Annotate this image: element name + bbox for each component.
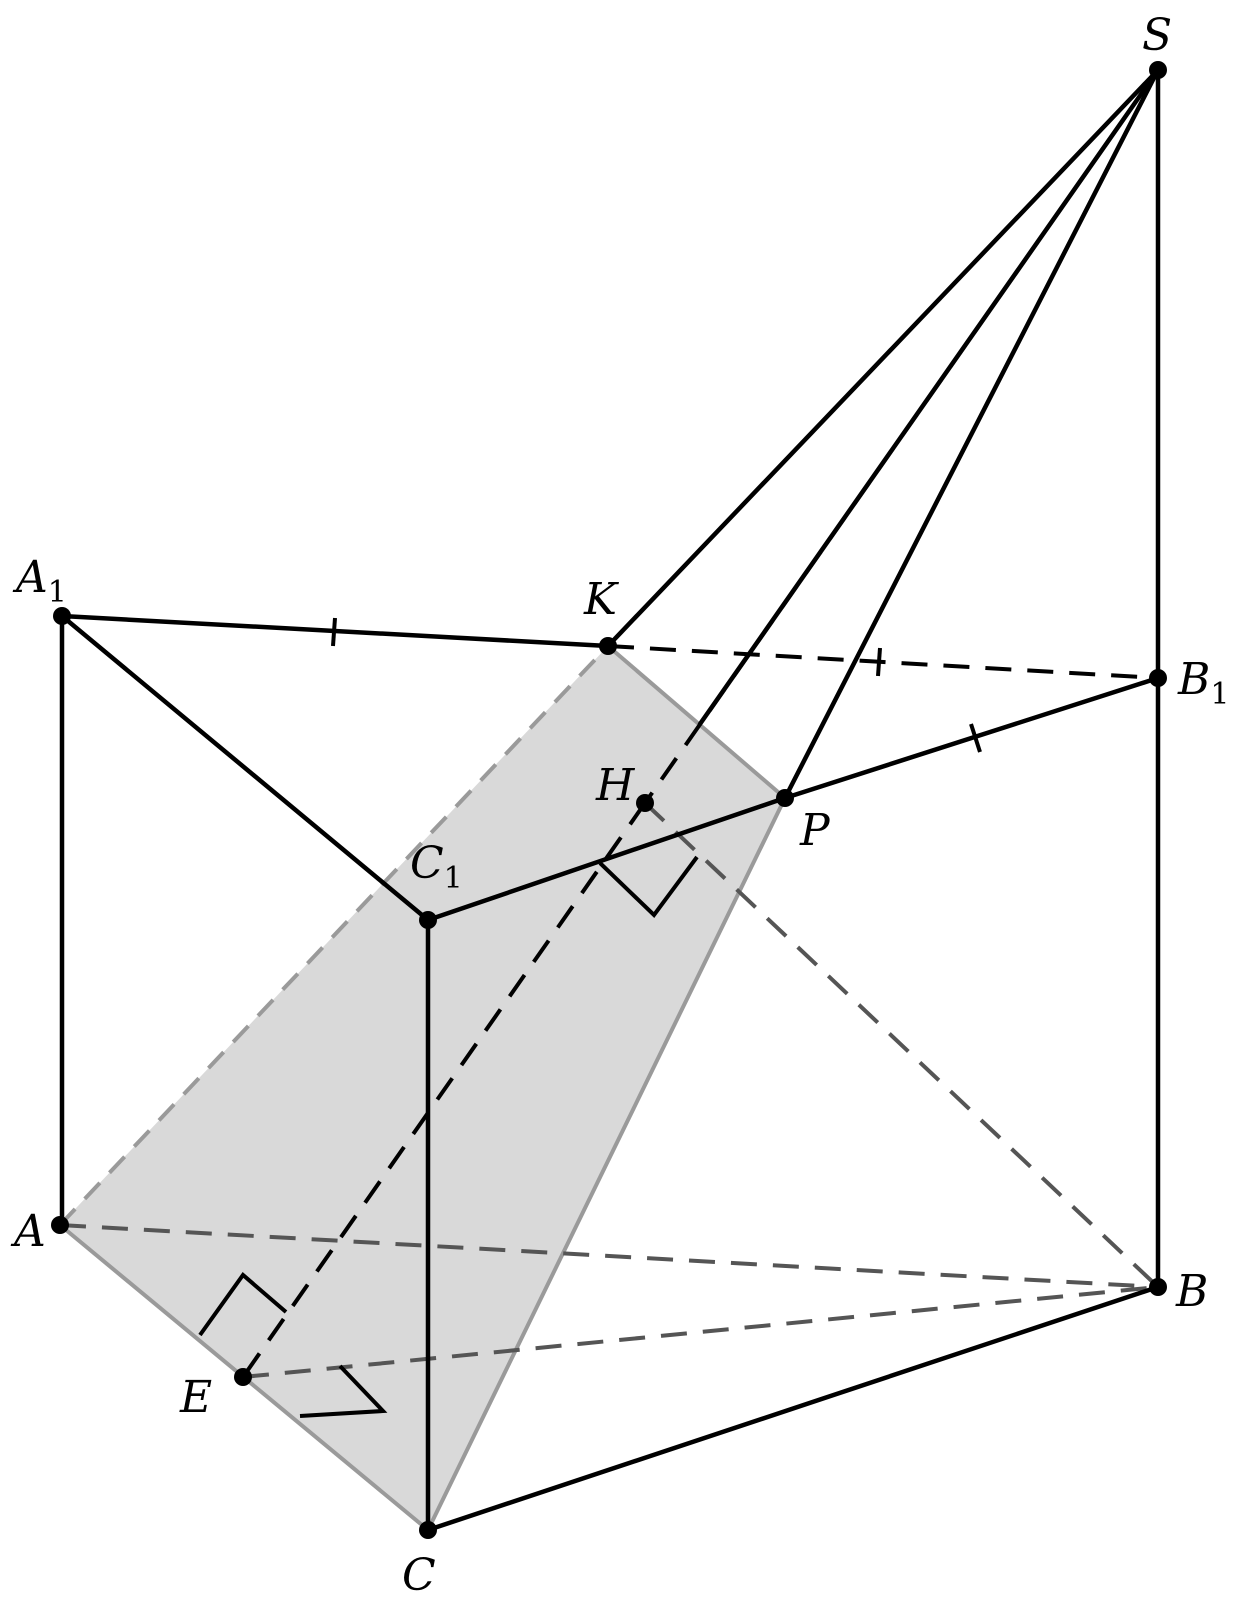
edge-sk bbox=[605, 67, 1161, 649]
point-e bbox=[234, 1368, 252, 1386]
segment-eb bbox=[242, 1285, 1159, 1379]
point-k bbox=[599, 637, 617, 655]
point-b1 bbox=[1149, 669, 1167, 687]
label-b: B bbox=[1175, 1266, 1208, 1317]
label-h: H bbox=[595, 760, 636, 811]
right-angle-mark-e-plane bbox=[299, 1364, 388, 1418]
label-e: E bbox=[179, 1372, 212, 1423]
right-angle-mark-e bbox=[198, 1272, 288, 1337]
segment-hb bbox=[643, 801, 1160, 1289]
segment-he bbox=[241, 801, 647, 1379]
label-a1: A1 bbox=[12, 552, 67, 610]
label-c: C bbox=[402, 1550, 436, 1600]
edge-s-visible-part bbox=[697, 67, 1161, 727]
edge-cb bbox=[425, 1284, 1161, 1533]
plane-edge-kp bbox=[606, 644, 787, 800]
point-a bbox=[51, 1216, 69, 1234]
label-k: K bbox=[583, 574, 619, 625]
point-s bbox=[1149, 61, 1167, 79]
point-p bbox=[776, 789, 794, 807]
label-p: P bbox=[799, 805, 831, 856]
edge-sp bbox=[782, 67, 1161, 801]
tick-pb1 bbox=[969, 723, 982, 753]
point-b bbox=[1149, 1278, 1167, 1296]
edge-c1p bbox=[425, 795, 788, 923]
label-a: A bbox=[10, 1206, 46, 1257]
point-c bbox=[419, 1521, 437, 1539]
label-c1: C1 bbox=[410, 838, 463, 896]
plane-edge-pc bbox=[426, 797, 787, 1531]
edge-a1c1 bbox=[59, 613, 431, 923]
point-a1 bbox=[53, 607, 71, 625]
label-b1: B1 bbox=[1177, 654, 1229, 712]
point-h bbox=[636, 794, 654, 812]
segment-ab bbox=[59, 1223, 1159, 1289]
edge-pb1 bbox=[782, 675, 1161, 801]
tick-a1k bbox=[331, 617, 337, 647]
point-c1 bbox=[419, 911, 437, 929]
label-s: S bbox=[1142, 10, 1172, 61]
segment-kb1 bbox=[607, 644, 1159, 680]
tick-kb1 bbox=[876, 647, 882, 677]
plane-edge-ak bbox=[58, 644, 610, 1227]
section-plane bbox=[60, 646, 785, 1530]
right-angle-mark-h bbox=[598, 855, 699, 919]
